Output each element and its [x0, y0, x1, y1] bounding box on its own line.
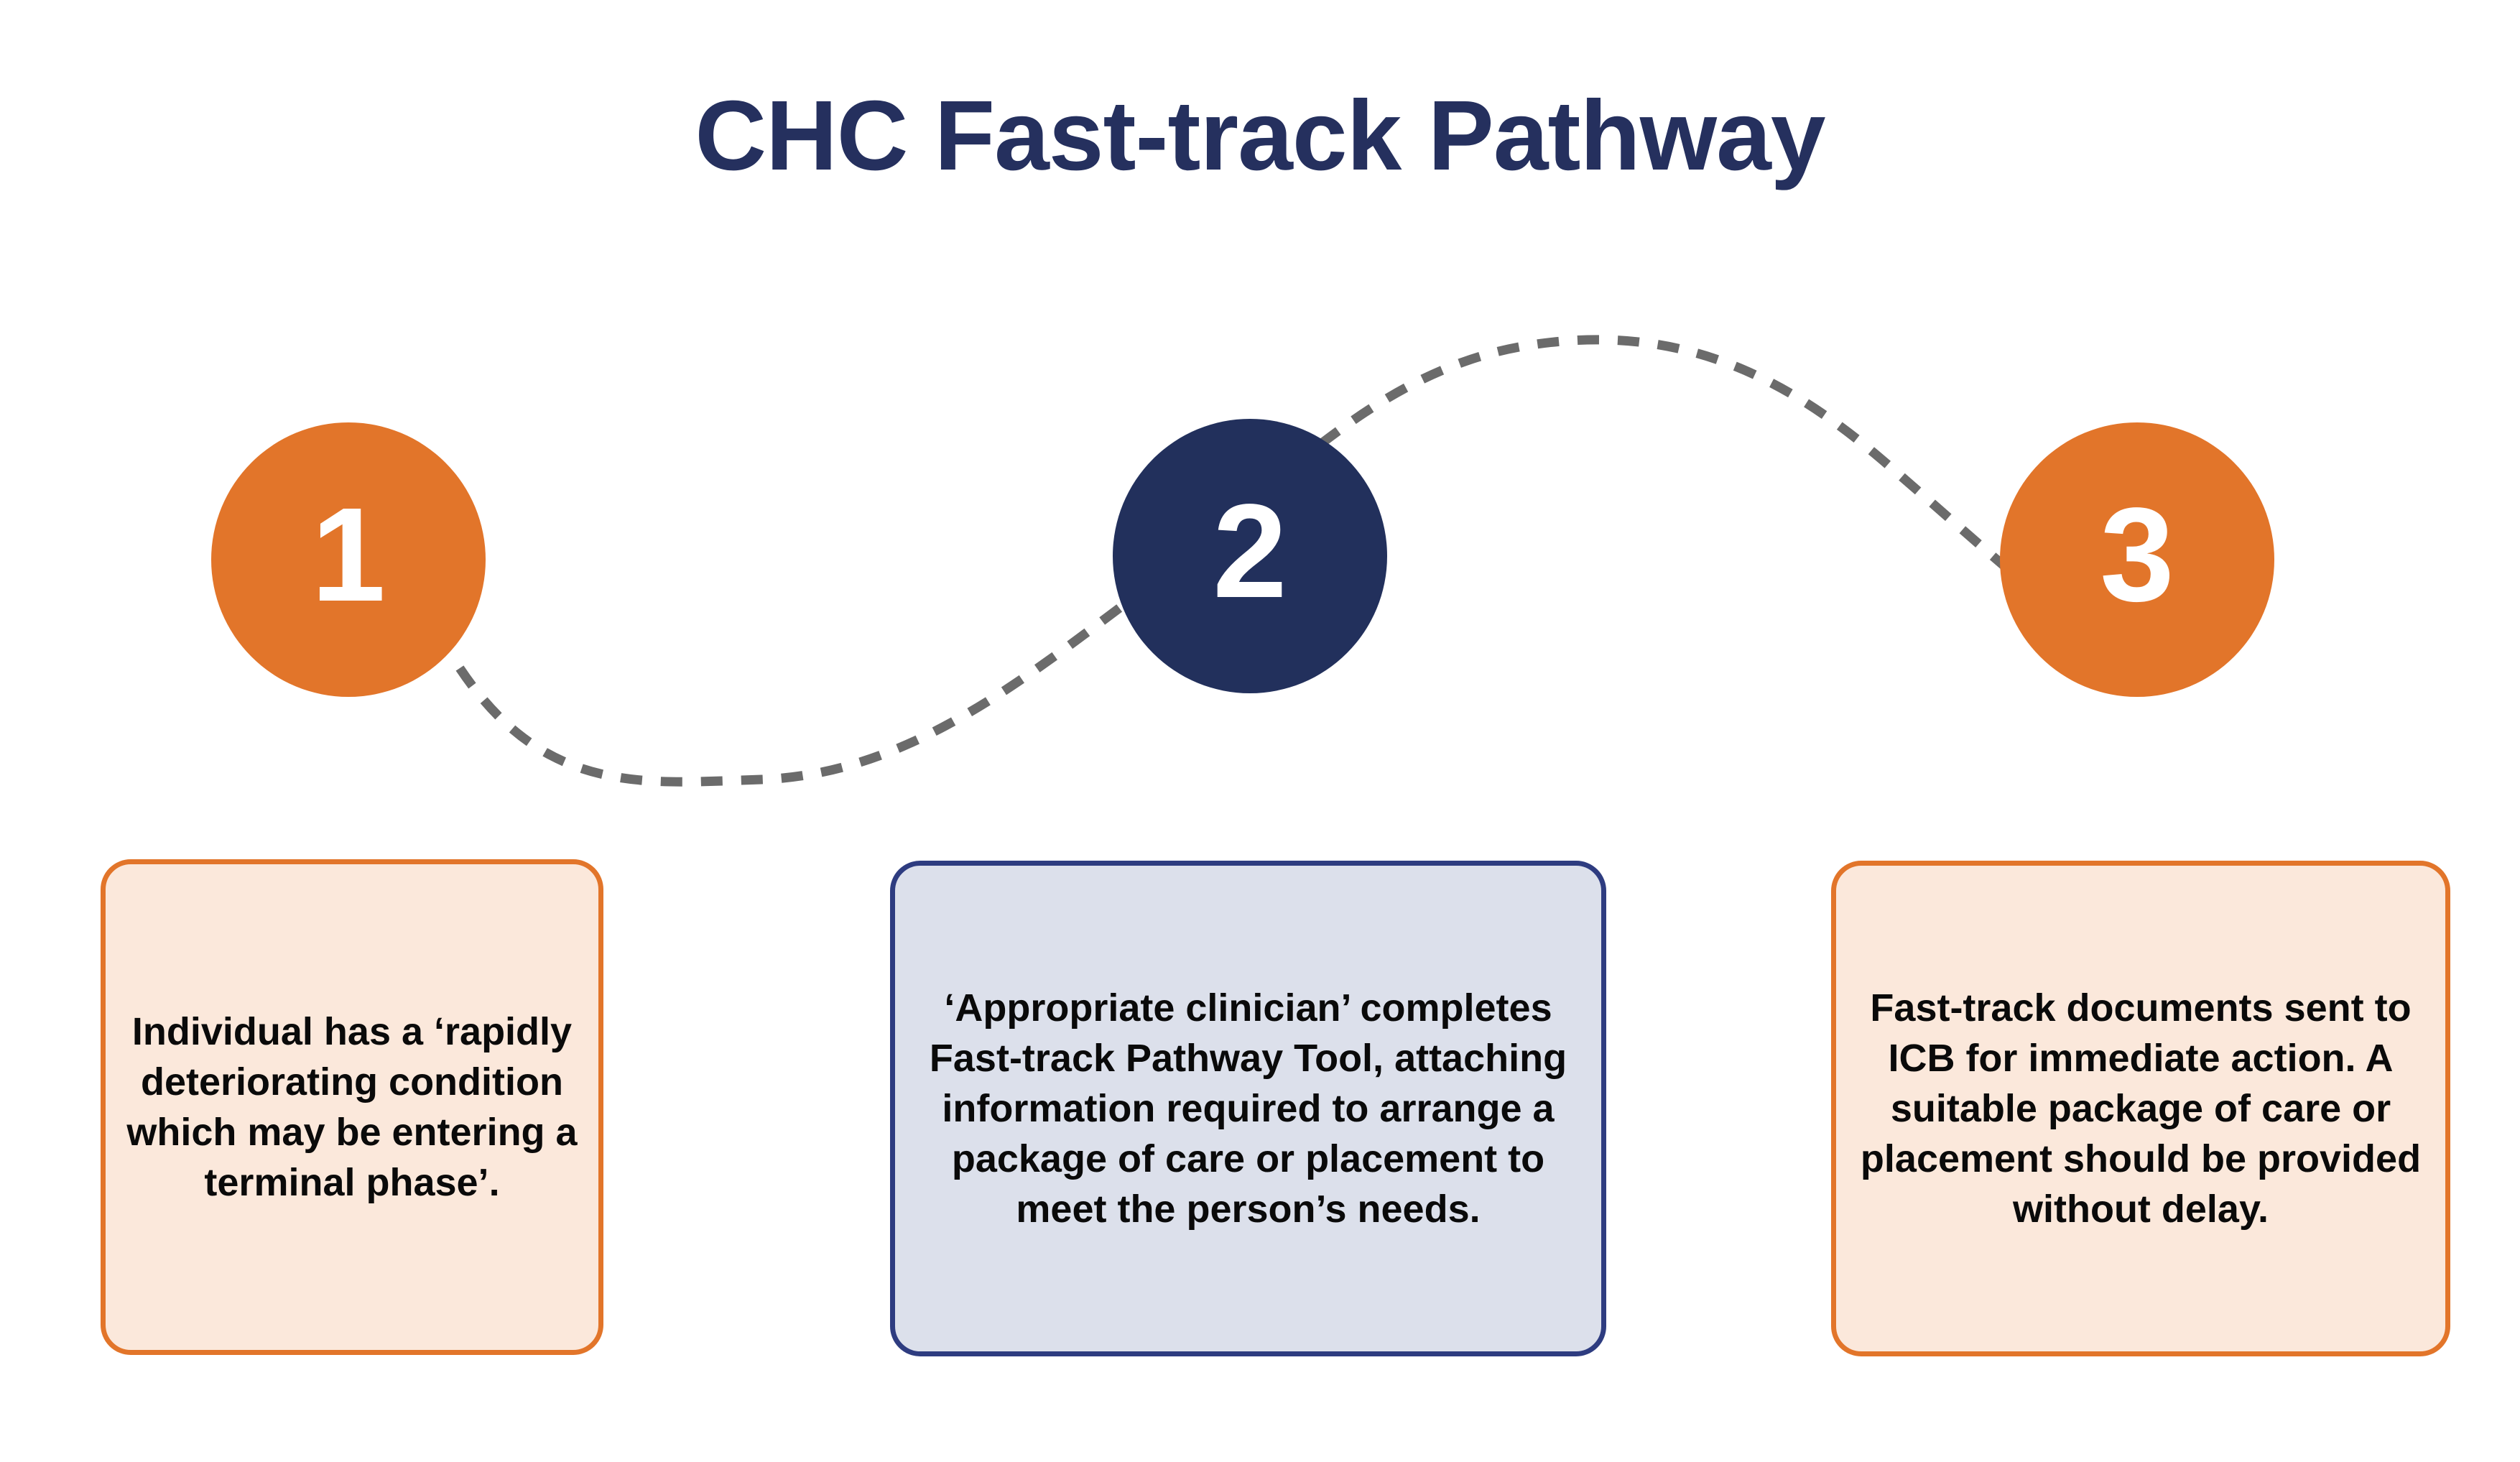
step-number-3: 3 — [2100, 481, 2174, 629]
step-description-text-3: Fast-track documents sent to ICB for imm… — [1860, 986, 2422, 1231]
step-description-text-2: ‘Appropriate clinician’ completes Fast-t… — [929, 986, 1567, 1231]
step-number-2: 2 — [1213, 477, 1287, 626]
step-description-box-2: ‘Appropriate clinician’ completes Fast-t… — [890, 861, 1606, 1356]
step-circle-3: 3 — [2000, 422, 2274, 697]
step-description-box-1: Individual has a ‘rapidly deteriorating … — [101, 859, 603, 1355]
step-circle-1: 1 — [211, 422, 486, 697]
step-number-1: 1 — [311, 481, 386, 629]
step-description-box-3: Fast-track documents sent to ICB for imm… — [1831, 861, 2450, 1356]
step-circle-2: 2 — [1113, 419, 1387, 693]
page-title: CHC Fast-track Pathway — [695, 80, 1825, 191]
step-description-text-1: Individual has a ‘rapidly deteriorating … — [126, 1009, 578, 1205]
